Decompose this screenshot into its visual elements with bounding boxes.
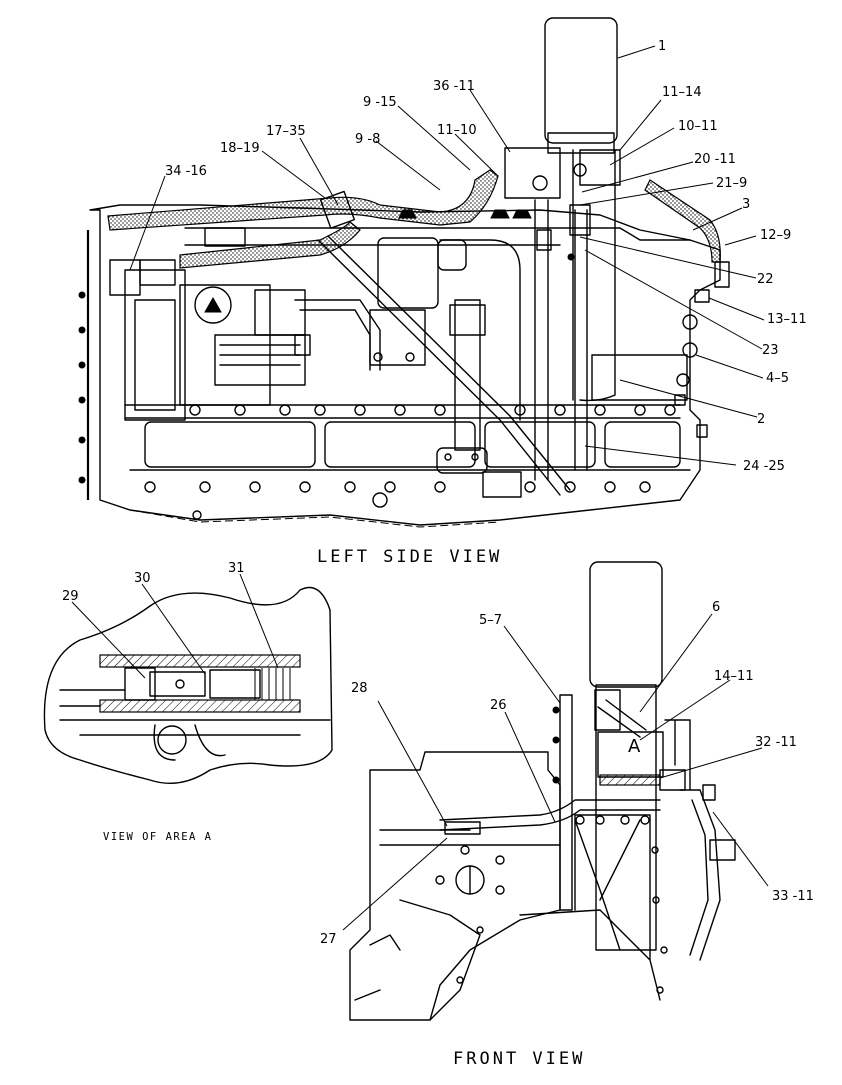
callout-1: 1 xyxy=(658,39,666,54)
callout-4-5: 4–5 xyxy=(766,371,789,386)
callout-10-11: 10–11 xyxy=(678,119,718,134)
callout-11-14: 11–14 xyxy=(662,85,702,100)
tube-diagonal xyxy=(317,235,571,496)
housing-top xyxy=(99,654,301,668)
front-view-title: FRONT VIEW xyxy=(453,1049,585,1069)
callout-23: 23 xyxy=(762,343,779,358)
callout-24-25: 24 -25 xyxy=(743,459,785,474)
front-view: A xyxy=(349,561,736,1021)
callout-20-11: 20 -11 xyxy=(694,152,736,167)
area-a-boundary xyxy=(43,586,333,785)
callout-18-19: 18–19 xyxy=(220,141,260,156)
callout-21-9: 21–9 xyxy=(716,176,747,191)
left-side-view xyxy=(78,17,730,528)
pan-bolts xyxy=(144,404,676,520)
front-filter-body xyxy=(595,684,657,951)
callout-30: 30 xyxy=(134,571,151,586)
callout-28: 28 xyxy=(351,681,368,696)
callout-2: 2 xyxy=(757,412,765,427)
callout-33-11: 33 -11 xyxy=(772,889,814,904)
housing-bottom xyxy=(99,699,301,713)
front-hatched-piston xyxy=(599,774,661,786)
front-bracket xyxy=(559,694,573,911)
fuel-hose xyxy=(107,169,499,231)
thermostat-housing xyxy=(377,237,688,498)
flange-bolts xyxy=(78,230,90,500)
valve-cover xyxy=(184,227,691,246)
callout-22: 22 xyxy=(757,272,774,287)
front-tube xyxy=(439,799,661,831)
callout-26: 26 xyxy=(490,698,507,713)
front-truss xyxy=(399,814,661,1021)
area-a-view-title: VIEW OF AREA A xyxy=(103,831,213,843)
oil-pan-panels xyxy=(144,421,681,468)
front-engine-outline xyxy=(349,751,561,1021)
callout-12-9: 12–9 xyxy=(760,228,791,243)
spring xyxy=(254,668,291,700)
fuel-filter-canister xyxy=(504,17,621,402)
callout-5-7: 5–7 xyxy=(479,613,502,628)
callout-9-8: 9 -8 xyxy=(355,132,380,147)
left-side-view-title: LEFT SIDE VIEW xyxy=(317,547,502,567)
callout-3: 3 xyxy=(742,197,750,212)
front-filter xyxy=(589,561,663,688)
misc-fittings xyxy=(398,209,708,438)
fuel-pump-assembly xyxy=(109,259,426,421)
area-marker: A xyxy=(628,736,641,757)
callout-6: 6 xyxy=(712,600,720,615)
callout-14-11: 14–11 xyxy=(714,669,754,684)
callout-9-15: 9 -15 xyxy=(363,95,397,110)
callout-29: 29 xyxy=(62,589,79,604)
callout-17-35: 17–35 xyxy=(266,124,306,139)
callout-27: 27 xyxy=(320,932,337,947)
callout-31: 31 xyxy=(228,561,245,576)
callout-labels: 1 36 -11 11–14 9 -15 10–11 11–10 17–35 9… xyxy=(62,39,814,947)
callout-34-16: 34 -16 xyxy=(165,164,207,179)
vertical-tubes xyxy=(534,199,591,481)
callout-32-11: 32 -11 xyxy=(755,735,797,750)
callout-36-11: 36 -11 xyxy=(433,79,475,94)
callout-11-10: 11–10 xyxy=(437,123,477,138)
leader-lines xyxy=(71,45,769,931)
cover-bracket xyxy=(204,227,246,247)
engine-lower-edge xyxy=(129,509,501,528)
hose-clamp xyxy=(714,261,730,288)
area-a-view xyxy=(43,586,333,785)
right-hose xyxy=(644,179,721,263)
fuel-hose-2 xyxy=(179,221,361,269)
callout-13-11: 13–11 xyxy=(767,312,807,327)
